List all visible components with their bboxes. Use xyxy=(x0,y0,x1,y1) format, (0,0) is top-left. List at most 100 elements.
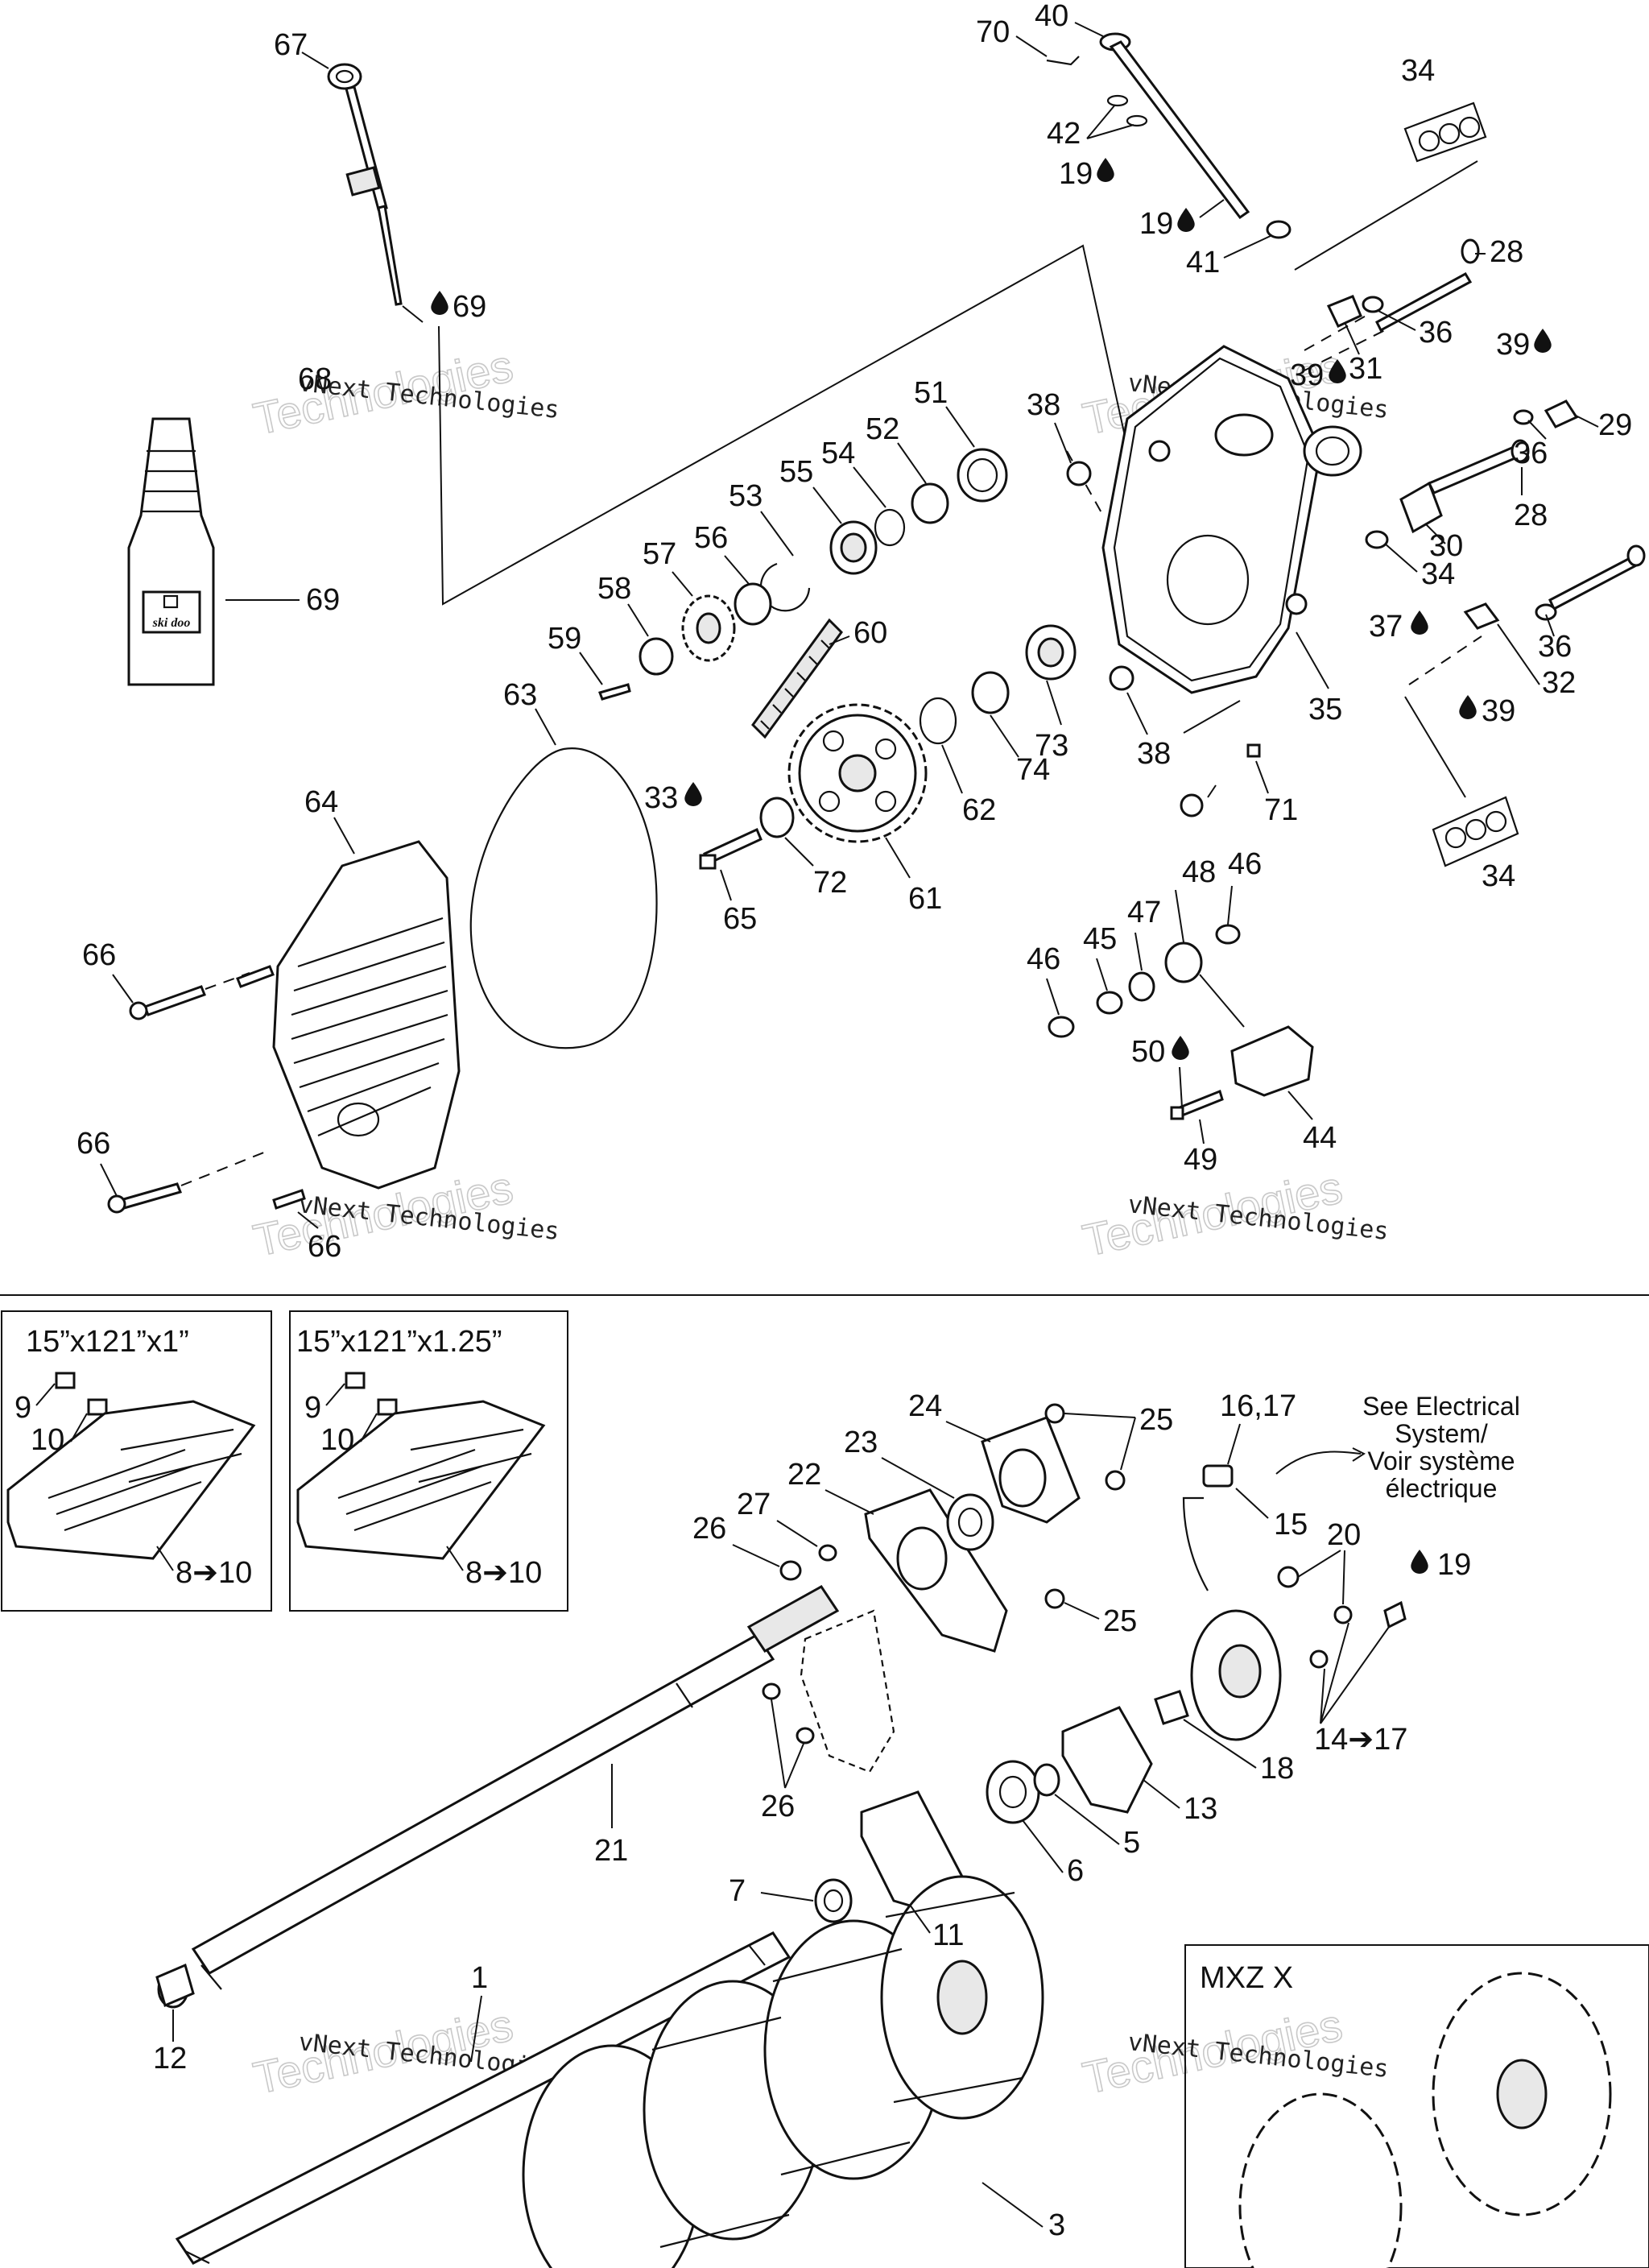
callout-c50: 50 xyxy=(1131,1035,1165,1069)
oil-drop-icon xyxy=(1534,329,1552,353)
callout-c49: 49 xyxy=(1184,1143,1217,1177)
callout-c38b: 38 xyxy=(1137,737,1171,771)
callout-c45: 45 xyxy=(1083,922,1117,956)
part-drive-sprockets xyxy=(522,1875,1044,2268)
callout-c8a: 8➔10 xyxy=(176,1556,252,1590)
part-drive-shaft-upper xyxy=(157,1585,840,2009)
callout-c72: 72 xyxy=(813,866,847,900)
callout-c35: 35 xyxy=(1308,693,1342,726)
part-bearings-row xyxy=(699,448,1077,870)
part-nut-38 xyxy=(1066,461,1261,817)
part-bearing-housing-upper xyxy=(864,1416,1081,1653)
callouts-bottom: 24 25 23 22 27 26 25 26 21 7 11 6 5 13 1… xyxy=(153,1389,1520,2242)
inset-title: 15”x121”x1” xyxy=(26,1325,189,1359)
callout-c10b: 10 xyxy=(320,1423,354,1457)
part-bolt-28-top xyxy=(1326,238,1480,333)
callout-c23: 23 xyxy=(844,1426,878,1459)
callout-c36b: 36 xyxy=(1514,437,1548,470)
part-bolts-25-26-27 xyxy=(762,1403,1126,1744)
callout-c20: 20 xyxy=(1327,1518,1361,1552)
callout-c54: 54 xyxy=(821,437,855,470)
leader-dash-right xyxy=(1304,313,1386,371)
part-large-sprocket xyxy=(787,703,928,843)
callout-c60: 60 xyxy=(853,616,887,650)
callout-c70: 70 xyxy=(976,15,1010,49)
callout-c36c: 36 xyxy=(1538,630,1572,664)
callout-c57: 57 xyxy=(643,537,676,571)
callout-c46b: 46 xyxy=(1228,847,1262,881)
callout-c6: 6 xyxy=(1067,1854,1084,1888)
callout-c41: 41 xyxy=(1186,246,1220,279)
part-bolt-66 xyxy=(107,965,306,1214)
callout-c8b: 8➔10 xyxy=(465,1556,542,1590)
callout-c66a: 66 xyxy=(82,938,116,972)
callout-c47: 47 xyxy=(1127,896,1161,929)
callout-c62: 62 xyxy=(962,793,996,827)
track-box-2: 15”x121”x1.25” 9 10 8➔10 xyxy=(289,1310,568,1612)
callout-c33: 33 xyxy=(644,781,678,815)
inset-title: 15”x121”x1.25” xyxy=(296,1325,502,1359)
callout-c55: 55 xyxy=(779,455,813,489)
callout-c21: 21 xyxy=(594,1834,628,1868)
callout-c22: 22 xyxy=(787,1458,821,1492)
callout-c32: 32 xyxy=(1542,666,1576,700)
callout-c52: 52 xyxy=(866,412,899,446)
callout-c34a: 34 xyxy=(1401,54,1435,88)
callout-c9a: 9 xyxy=(14,1391,31,1425)
electrical-note-line: See Electrical xyxy=(1362,1392,1520,1421)
callout-c27: 27 xyxy=(737,1488,771,1521)
callout-c9b: 9 xyxy=(304,1391,321,1425)
callout-c13: 13 xyxy=(1184,1792,1217,1826)
oil-drop-icon xyxy=(1097,158,1114,182)
part-bolt-right-long xyxy=(1463,544,1646,630)
watermark-bottom-right: Technologies vNext Technologies xyxy=(1078,1998,1391,2104)
electrical-note-line: électrique xyxy=(1386,1474,1498,1503)
oil-drop-icon xyxy=(1411,1550,1428,1574)
callout-c39b: 39 xyxy=(1290,358,1324,392)
leader-dash-right-2 xyxy=(1408,635,1482,685)
electrical-note-line: Voir système xyxy=(1367,1446,1515,1475)
callout-c59: 59 xyxy=(548,622,581,656)
callout-c67: 67 xyxy=(274,28,308,62)
callout-c61: 61 xyxy=(908,882,942,916)
callout-c25b: 25 xyxy=(1103,1604,1137,1638)
callout-c44: 44 xyxy=(1303,1121,1337,1155)
oil-drop-icon xyxy=(1172,1036,1189,1060)
callout-c74: 74 xyxy=(1016,753,1050,787)
callout-c24: 24 xyxy=(908,1389,942,1423)
callout-c69a: 69 xyxy=(453,290,486,324)
callout-c26b: 26 xyxy=(761,1790,795,1823)
callout-c36a: 36 xyxy=(1419,316,1453,350)
arrow-right-icon xyxy=(1352,1447,1366,1462)
callout-c73: 73 xyxy=(1035,729,1068,763)
oil-drop-icon xyxy=(431,291,448,315)
callout-c29: 29 xyxy=(1598,408,1632,442)
leader-oil-path xyxy=(438,244,1128,606)
callout-c11: 11 xyxy=(932,1918,964,1952)
callout-c1: 1 xyxy=(471,1961,488,1995)
oil-drop-icon xyxy=(1411,610,1428,635)
callout-c34b: 34 xyxy=(1421,557,1455,591)
part-dipstick xyxy=(327,63,403,306)
callout-c19c: 19 xyxy=(1437,1548,1471,1582)
oil-drop-icon xyxy=(684,782,702,806)
part-bolt-29 xyxy=(1513,399,1579,428)
callout-c46a: 46 xyxy=(1027,942,1060,976)
callout-c66b: 66 xyxy=(76,1127,110,1161)
callout-c12: 12 xyxy=(153,2042,187,2076)
part-sensor-plate xyxy=(1154,1464,1407,1741)
callout-c1617: 16,17 xyxy=(1220,1389,1296,1423)
callout-c15: 15 xyxy=(1274,1508,1308,1542)
callout-c65: 65 xyxy=(723,902,757,936)
callout-c37: 37 xyxy=(1369,610,1403,644)
leader-dash xyxy=(1066,450,1104,516)
leader-electrical xyxy=(1275,1451,1362,1475)
callout-c69b: 69 xyxy=(306,583,340,617)
watermark-top-left: Technologies vNext Technologies xyxy=(249,339,561,445)
callout-c18: 18 xyxy=(1260,1752,1294,1786)
part-small-sprocket xyxy=(598,594,736,701)
part-bearing-housing-lower xyxy=(814,1706,1153,1923)
callout-c66c: 66 xyxy=(308,1230,341,1264)
callout-c48: 48 xyxy=(1182,855,1216,889)
callout-c51: 51 xyxy=(914,376,948,410)
